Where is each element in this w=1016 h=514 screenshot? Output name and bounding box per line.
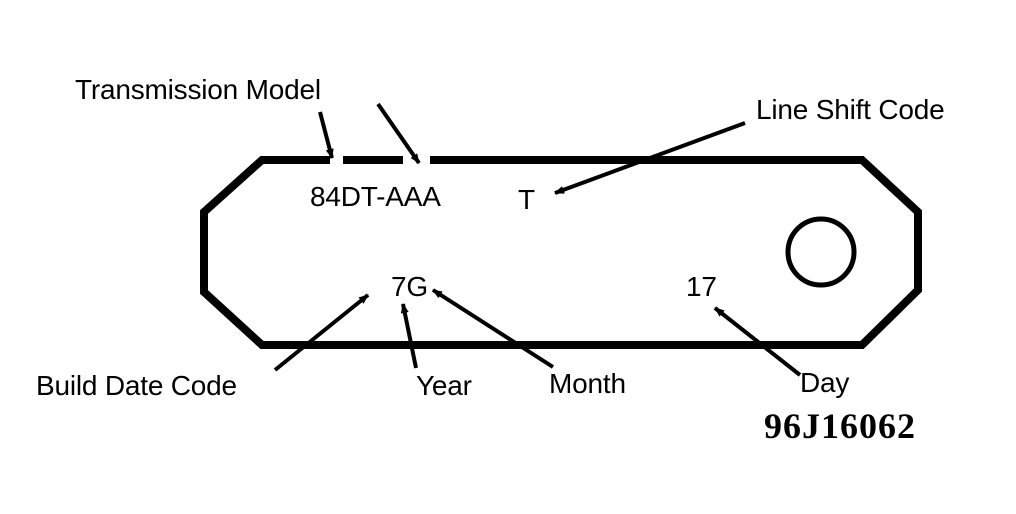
arrow-year [400,303,418,369]
tag-build-code: 7G [391,271,428,302]
mounting-hole [785,216,857,288]
tag-model-number: 84DT-AAA [310,181,441,212]
label-transmission-model: Transmission Model [75,74,321,105]
label-year: Year [416,370,472,401]
arrow-day [713,306,802,377]
arrow-build-date-code [273,293,370,372]
figure-reference: 96J16062 [764,406,916,446]
tag-day-value: 17 [686,271,717,302]
arrow-line-shift-code [554,121,746,195]
label-day: Day [800,367,850,398]
arrow-month [431,288,555,369]
arrow-transmission-model-left [318,111,334,159]
label-month: Month [549,368,626,399]
id-tag-outline [200,156,922,349]
tag-shift-code: T [518,184,535,215]
label-line-shift-code: Line Shift Code [756,94,945,125]
arrow-transmission-model-right [376,102,421,165]
label-build-date-code: Build Date Code [36,370,237,401]
